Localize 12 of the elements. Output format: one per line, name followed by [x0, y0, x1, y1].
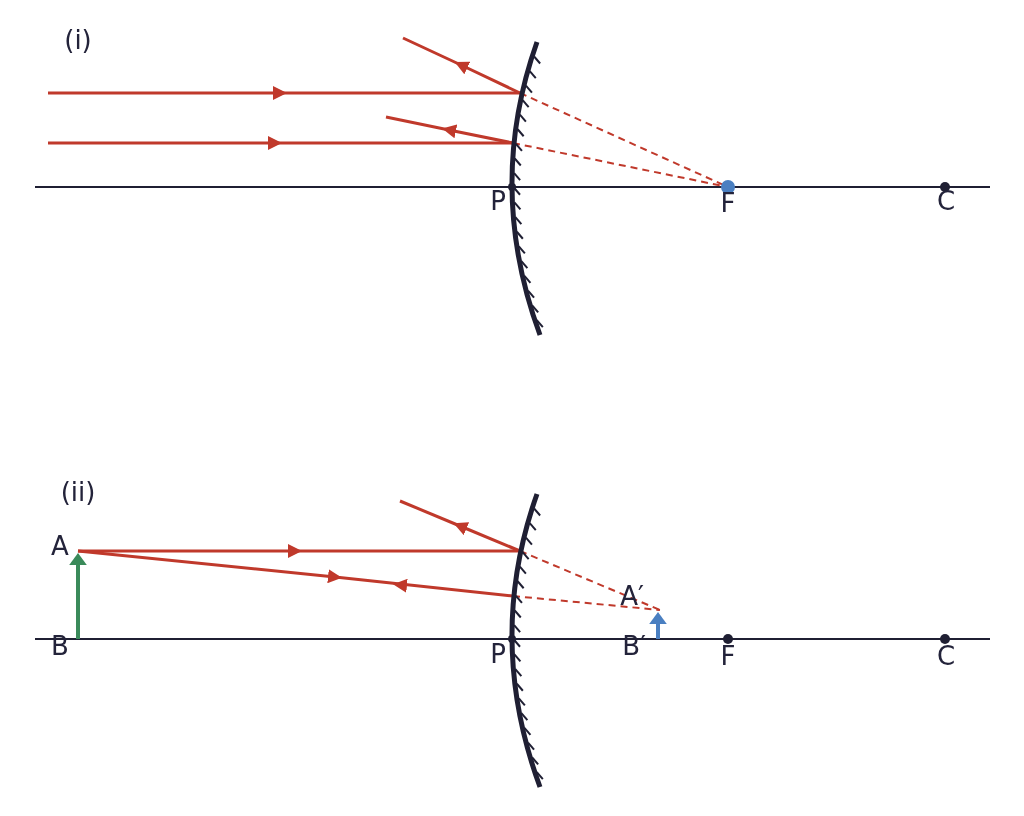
point-label: B [51, 633, 69, 659]
point-label: P [490, 641, 506, 667]
panel-label: (i) [64, 27, 92, 53]
point-label: F [720, 190, 736, 216]
point-label: P [490, 188, 506, 214]
point-label: F [720, 643, 736, 669]
point-label: A′ [620, 583, 644, 609]
point-label: A [51, 533, 69, 559]
point-label: C [936, 188, 956, 214]
point-label: C [936, 643, 956, 669]
point-label: B′ [622, 633, 646, 659]
panel-label: (ii) [60, 479, 96, 505]
